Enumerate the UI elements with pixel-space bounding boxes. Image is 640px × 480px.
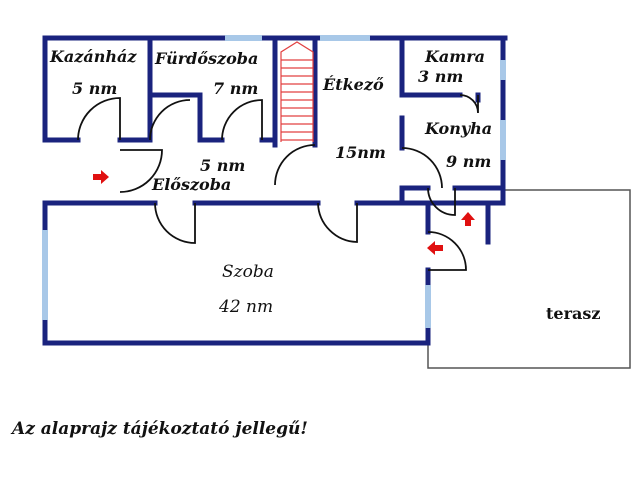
- room-area-szoba: 42 nm: [218, 297, 273, 317]
- arrow-up-icon: [461, 212, 475, 226]
- door-swings: [77, 94, 479, 271]
- room-label-etkezo: Étkező: [322, 74, 384, 94]
- room-label-szoba: Szoba: [222, 262, 274, 282]
- staircase: [280, 41, 314, 142]
- terrace-label: terasz: [546, 304, 600, 323]
- arrow-right-icon: [93, 170, 109, 184]
- arrow-left-icon: [427, 241, 443, 255]
- room-area-furdoszoba: 7 nm: [213, 79, 258, 98]
- room-label-kamra: Kamra: [424, 47, 485, 66]
- room-area-etkezo: 15nm: [335, 143, 386, 162]
- room-area-kamra: 3 nm: [418, 67, 463, 86]
- windows: [42, 35, 506, 328]
- room-label-kazanhaz: Kazánház: [49, 47, 137, 66]
- room-area-eloszoba: 5 nm: [200, 156, 245, 175]
- room-label-konyha: Konyha: [424, 119, 492, 138]
- room-area-konyha: 9 nm: [446, 152, 491, 171]
- disclaimer-note: Az alaprajz tájékoztató jellegű!: [12, 419, 308, 439]
- terrace-outline: [427, 189, 631, 369]
- room-area-kazanhaz: 5 nm: [72, 79, 117, 98]
- room-label-furdoszoba: Fürdőszoba: [154, 49, 258, 68]
- entrance-arrows: [93, 170, 475, 255]
- room-label-eloszoba: Előszoba: [151, 175, 231, 194]
